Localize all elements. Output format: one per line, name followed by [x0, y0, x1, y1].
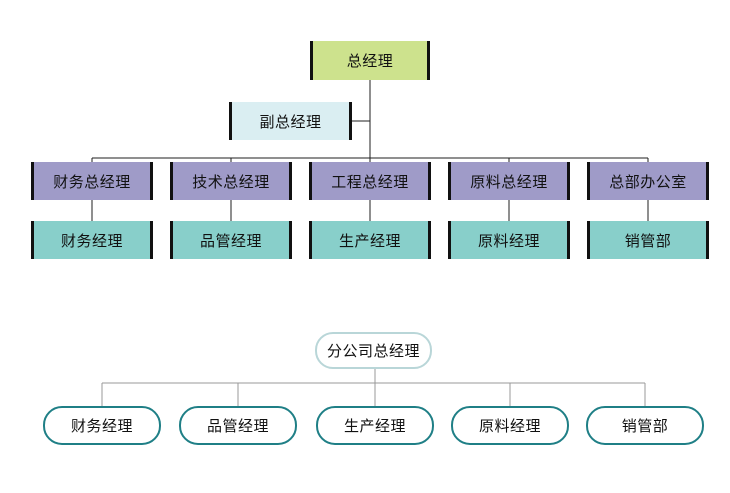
branch-department-box-quality: 品管经理: [179, 406, 297, 445]
branch-department-label: 销管部: [621, 417, 669, 435]
department-label: 销管部: [624, 231, 672, 250]
director-box-materials: 原料总经理: [448, 162, 570, 200]
department-label: 财务经理: [60, 231, 123, 250]
branch-department-box-sales: 销管部: [586, 406, 704, 445]
director-box-hq-office: 总部办公室: [587, 162, 709, 200]
department-label: 原料经理: [477, 231, 540, 250]
director-box-engineering: 工程总经理: [309, 162, 431, 200]
director-label: 总部办公室: [609, 172, 687, 191]
department-label: 品管经理: [199, 231, 262, 250]
branch-department-box-materials: 原料经理: [451, 406, 569, 445]
branch-head-box: 分公司总经理: [315, 332, 432, 369]
director-label: 原料总经理: [470, 172, 548, 191]
director-label: 工程总经理: [331, 172, 409, 191]
branch-department-label: 财务经理: [70, 417, 133, 435]
branch-department-box-finance: 财务经理: [43, 406, 161, 445]
department-box-finance: 财务经理: [31, 221, 153, 259]
director-box-technology: 技术总经理: [170, 162, 292, 200]
ceo-box: 总经理: [310, 41, 430, 80]
department-box-materials: 原料经理: [448, 221, 570, 259]
branch-head-label: 分公司总经理: [326, 342, 420, 360]
director-box-finance: 财务总经理: [31, 162, 153, 200]
department-box-sales: 销管部: [587, 221, 709, 259]
director-label: 财务总经理: [53, 172, 131, 191]
director-label: 技术总经理: [192, 172, 270, 191]
vice-ceo-label: 副总经理: [259, 112, 322, 131]
vice-ceo-box: 副总经理: [229, 102, 352, 140]
branch-department-label: 原料经理: [478, 417, 541, 435]
department-label: 生产经理: [338, 231, 401, 250]
branch-department-label: 生产经理: [343, 417, 406, 435]
department-box-quality: 品管经理: [170, 221, 292, 259]
department-box-production: 生产经理: [309, 221, 431, 259]
ceo-label: 总经理: [346, 52, 394, 70]
branch-department-box-production: 生产经理: [316, 406, 434, 445]
branch-department-label: 品管经理: [206, 417, 269, 435]
